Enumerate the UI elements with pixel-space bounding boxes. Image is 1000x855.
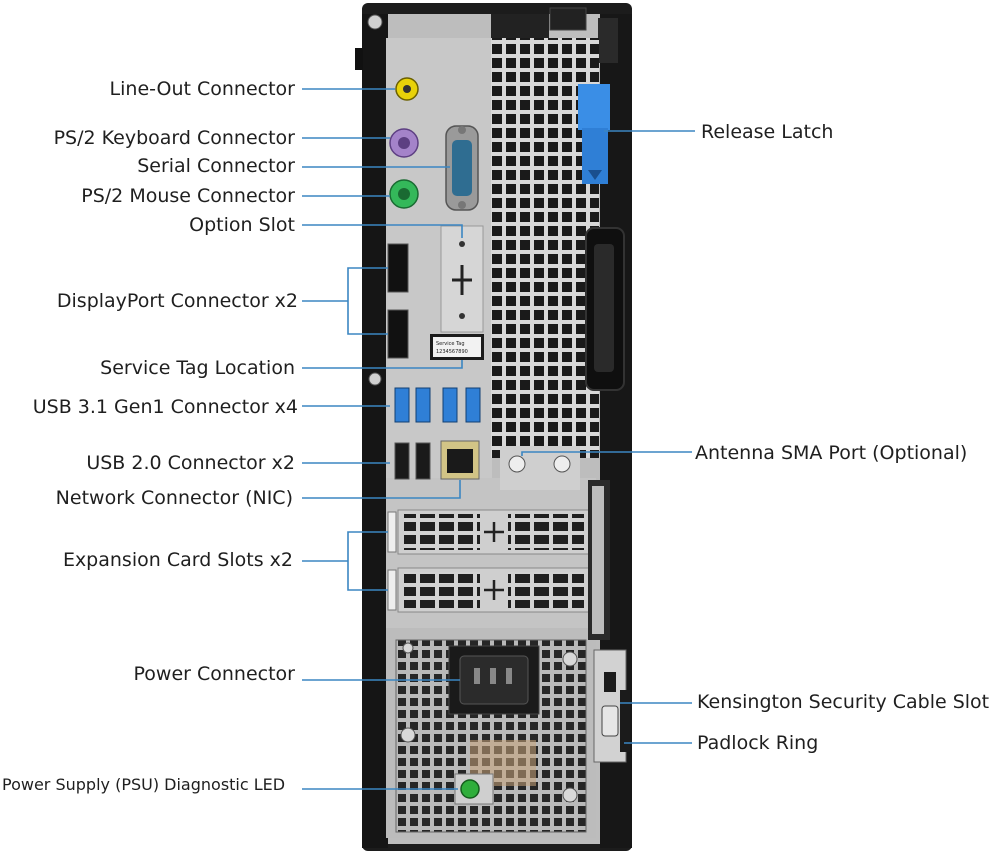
ps2-keyboard-port bbox=[389, 128, 419, 158]
usb20-ports bbox=[394, 442, 431, 480]
label-release-latch: Release Latch bbox=[701, 121, 833, 143]
displayport-connectors bbox=[387, 243, 409, 359]
label-serial: Serial Connector bbox=[137, 155, 295, 177]
label-line-out: Line-Out Connector bbox=[110, 78, 296, 100]
antenna-sma-ports bbox=[500, 446, 580, 490]
label-network: Network Connector (NIC) bbox=[56, 487, 293, 509]
callout-labels: Line-Out Connector PS/2 Keyboard Connect… bbox=[2, 78, 989, 794]
ps2-mouse-port bbox=[389, 179, 419, 209]
label-service-tag: Service Tag Location bbox=[100, 357, 295, 379]
label-ps2-keyboard: PS/2 Keyboard Connector bbox=[54, 127, 296, 149]
label-padlock: Padlock Ring bbox=[697, 732, 818, 754]
kensington-padlock-area bbox=[593, 649, 630, 763]
network-port bbox=[440, 440, 480, 480]
label-ps2-mouse: PS/2 Mouse Connector bbox=[81, 185, 295, 207]
label-usb20: USB 2.0 Connector x2 bbox=[86, 452, 295, 474]
label-displayport: DisplayPort Connector x2 bbox=[57, 290, 298, 312]
option-slot bbox=[440, 225, 484, 333]
label-kensington: Kensington Security Cable Slot bbox=[697, 691, 989, 713]
vent-grill bbox=[491, 14, 599, 458]
power-connector bbox=[448, 645, 540, 715]
leader-lines bbox=[302, 88, 695, 790]
usb31-ports bbox=[394, 387, 481, 423]
label-usb31: USB 3.1 Gen1 Connector x4 bbox=[33, 396, 298, 418]
service-tag-sticker: Service Tag 1234567890 bbox=[430, 334, 484, 360]
chassis-handle bbox=[585, 227, 625, 391]
line-out-jack bbox=[395, 77, 419, 101]
power-supply-unit bbox=[395, 639, 587, 833]
label-expansion: Expansion Card Slots x2 bbox=[63, 549, 293, 571]
expansion-slots bbox=[387, 480, 610, 640]
psu-diagnostic-led bbox=[454, 773, 494, 805]
label-psu-led: Power Supply (PSU) Diagnostic LED bbox=[2, 775, 285, 794]
label-option-slot: Option Slot bbox=[189, 214, 295, 236]
service-tag-sticker-number: 1234567890 bbox=[436, 349, 468, 355]
release-latch bbox=[578, 84, 610, 184]
label-power: Power Connector bbox=[134, 663, 296, 685]
serial-port bbox=[445, 125, 479, 211]
service-tag-sticker-title: Service Tag bbox=[436, 341, 465, 347]
label-antenna: Antenna SMA Port (Optional) bbox=[695, 442, 967, 464]
